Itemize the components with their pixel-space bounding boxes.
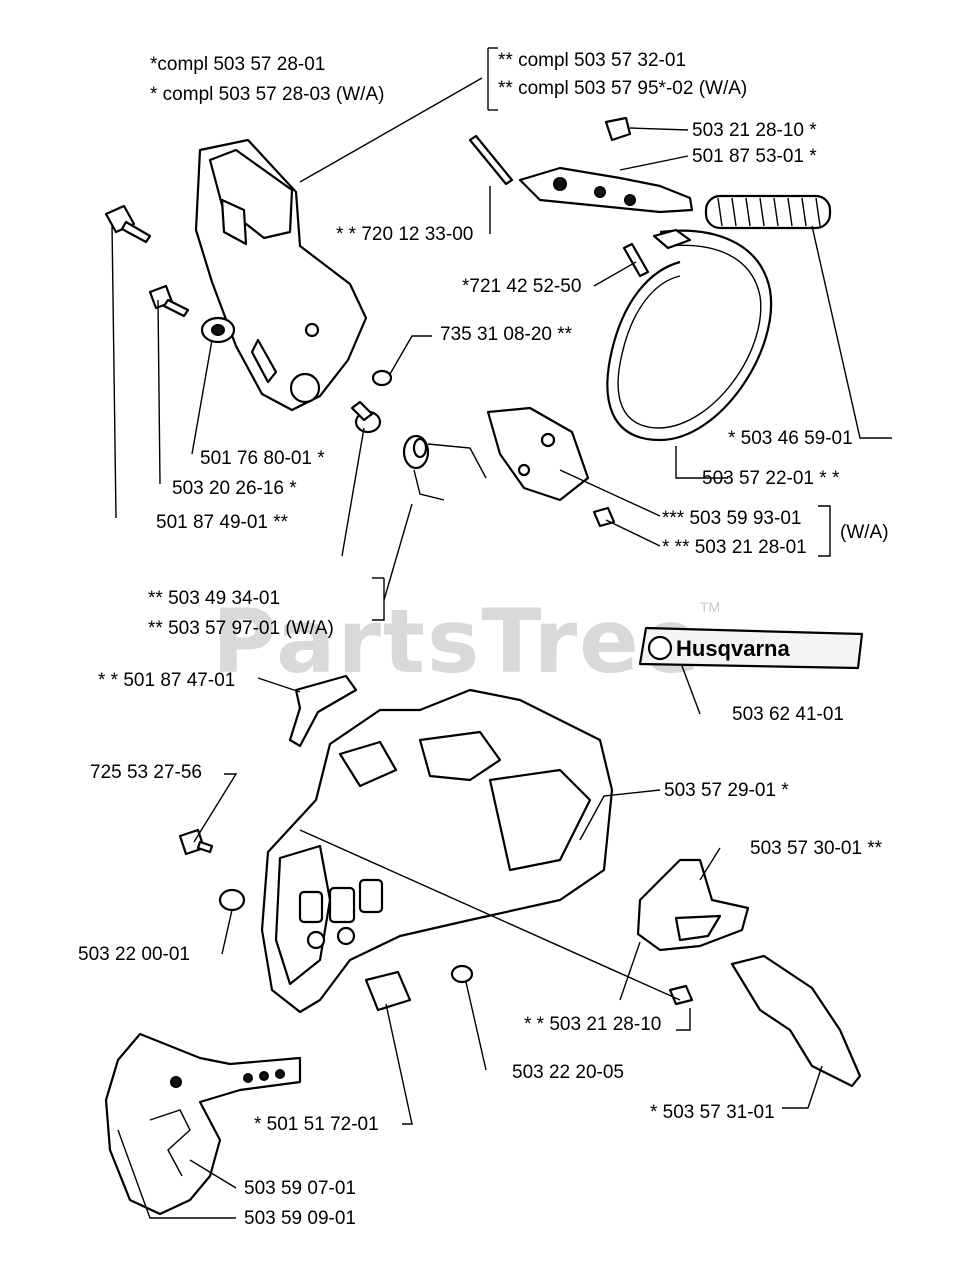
label-503-57-30-01: 503 57 30-01 ** xyxy=(750,838,883,859)
label-503-22-20-05: 503 22 20-05 xyxy=(512,1062,624,1083)
label-compl-4: ** compl 503 57 95*-02 (W/A) xyxy=(498,78,747,99)
label-720-12-33-00: * * 720 12 33-00 xyxy=(336,224,473,245)
label-wa-right: (W/A) xyxy=(840,522,889,543)
clip-part xyxy=(288,674,358,748)
label-503-21-28-10-bottom: * * 503 21 28-10 xyxy=(524,1014,661,1035)
label-503-59-07-01: 503 59 07-01 xyxy=(244,1178,356,1199)
brake-linkage-part xyxy=(518,116,694,214)
label-compl-1: *compl 503 57 28-01 xyxy=(150,54,325,75)
label-503-46-59-01: * 503 46 59-01 xyxy=(728,428,853,449)
coil-spring-part xyxy=(704,194,832,230)
label-503-57-97-01: ** 503 57 97-01 (W/A) xyxy=(148,618,334,639)
guard-part xyxy=(730,954,862,1088)
label-503-21-28-01: * ** 503 21 28-01 xyxy=(662,537,807,558)
cover-piece-part xyxy=(636,858,750,952)
label-503-20-26-16: 503 20 26-16 * xyxy=(172,478,297,499)
leader-lines xyxy=(111,47,892,1219)
bushing-part xyxy=(371,369,393,387)
small-cover-part xyxy=(364,970,412,1012)
small-nut-part xyxy=(450,964,474,984)
bolt-725-part xyxy=(178,828,214,856)
chain-guard-plate-part xyxy=(104,1032,302,1216)
label-735-31-08-20: 735 31 08-20 ** xyxy=(440,324,573,345)
label-503-22-00-01: 503 22 00-01 xyxy=(78,944,190,965)
label-501-87-47-01: * * 501 87 47-01 xyxy=(98,670,235,691)
label-compl-3: ** compl 503 57 32-01 xyxy=(498,50,686,71)
label-503-57-22-01: 503 57 22-01 * * xyxy=(702,468,840,489)
label-501-51-72-01: * 501 51 72-01 xyxy=(254,1114,379,1135)
screw-lower-part xyxy=(668,984,694,1006)
plate-part xyxy=(486,406,590,502)
label-725-53-27-56: 725 53 27-56 xyxy=(90,762,202,783)
label-503-62-41-01: 503 62 41-01 xyxy=(732,704,844,725)
label-compl-2: * compl 503 57 28-03 (W/A) xyxy=(150,84,384,105)
label-503-57-29-01: 503 57 29-01 * xyxy=(664,780,789,801)
label-503-21-28-10-top: 503 21 28-10 * xyxy=(692,120,817,141)
nut-503-part xyxy=(218,888,246,912)
collar-part xyxy=(350,400,382,434)
brake-cover-upper xyxy=(194,138,368,412)
label-501-87-53-01: 501 87 53-01 * xyxy=(692,146,817,167)
screw-part xyxy=(148,284,190,318)
watermark-trademark: TM xyxy=(700,599,720,615)
label-503-49-34-01: ** 503 49 34-01 xyxy=(148,588,280,609)
brake-band-part xyxy=(606,228,773,442)
label-503-57-31-01: * 503 57 31-01 xyxy=(650,1102,775,1123)
torsion-spring-part xyxy=(402,434,487,501)
clutch-cover-main xyxy=(260,688,614,1014)
label-503-59-93-01: *** 503 59 93-01 xyxy=(662,508,801,529)
label-503-59-09-01: 503 59 09-01 xyxy=(244,1208,356,1229)
nut-part xyxy=(200,316,236,344)
label-501-87-49-01: 501 87 49-01 ** xyxy=(156,512,289,533)
decal-brand-text: Husqvarna xyxy=(676,636,790,661)
watermark-text: PartsTree xyxy=(212,590,702,693)
label-501-76-80-01: 501 76 80-01 * xyxy=(200,448,325,469)
pin-part xyxy=(468,134,514,186)
small-pin-part xyxy=(622,242,650,278)
husqvarna-decal: Husqvarna xyxy=(638,626,864,670)
screw-small-part xyxy=(592,506,616,528)
label-721-42-52-50: *721 42 52-50 xyxy=(462,276,581,297)
